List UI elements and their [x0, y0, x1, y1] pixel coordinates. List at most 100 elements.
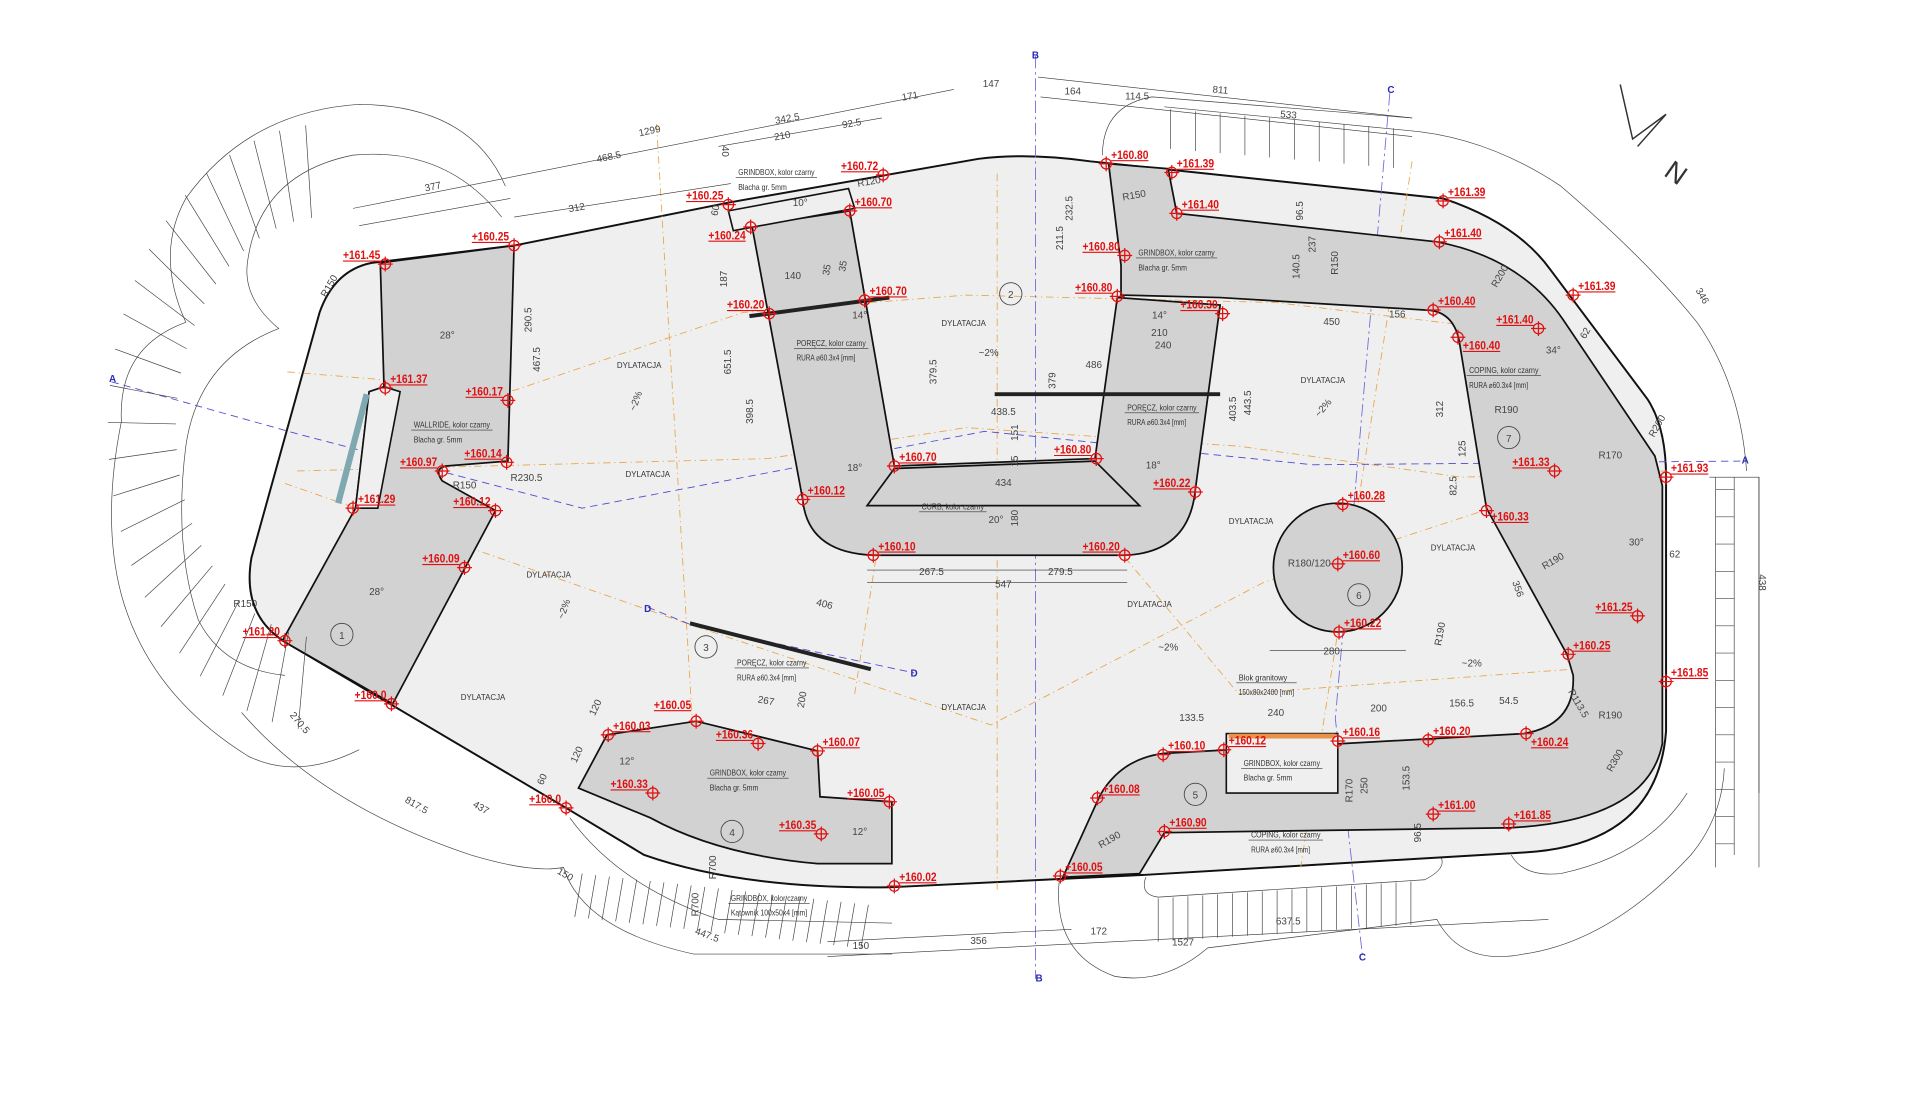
step-line [846, 903, 856, 947]
step-line [642, 880, 651, 925]
elevation-marker: +161.39 [1565, 280, 1616, 303]
elevation-marker: +161.40 [1431, 227, 1482, 250]
elevation-label: +160.25 [472, 231, 510, 244]
radius-label: R150 [233, 599, 257, 610]
elevation-marker: +161.33 [1512, 456, 1563, 479]
elevation-marker: +161.39 [1435, 186, 1486, 209]
crosshair-lines [506, 238, 522, 253]
dimension-label: 114.5 [1125, 91, 1150, 102]
elevation-label: +160.35 [779, 819, 817, 832]
elevation-marker: +161.39 [1164, 158, 1214, 180]
note-line: PORĘCZ, kolor czarny [1127, 403, 1197, 412]
crosshair-lines [1501, 816, 1517, 832]
step-line [737, 891, 747, 935]
elevation-label: +160.14 [464, 447, 502, 460]
elevation-marker: +160.20 [727, 299, 777, 322]
dimension-label: 240 [1155, 340, 1172, 351]
note-line: RURA ⌀60.3x4 [mm] [1469, 381, 1528, 390]
crosshair-lines [842, 203, 858, 219]
elevation-marker: +160.16 [1330, 726, 1380, 749]
elevation-marker: +160.02 [886, 871, 937, 894]
step-line [120, 499, 186, 532]
elevation-marker: +161.85 [1501, 809, 1551, 832]
crosshair-lines [810, 743, 825, 759]
elevation-marker: +161.40 [1496, 314, 1546, 336]
step-line [710, 888, 719, 932]
crosshair-lines [500, 392, 516, 408]
dimension-label: 379 [1047, 372, 1058, 389]
section-marker-b: B [1036, 973, 1043, 984]
crosshair-lines [277, 633, 293, 649]
ramp-7-band [1061, 162, 1664, 879]
elevation-marker: +160.07 [810, 736, 860, 759]
dimension-label: 200 [1370, 703, 1387, 714]
crosshair-lines [886, 878, 902, 894]
crosshair-lines [1658, 674, 1674, 689]
note-line: COPING, kolor czarny [1469, 366, 1539, 375]
angle-label: 30° [1629, 537, 1644, 548]
dimension-label: 547 [995, 579, 1012, 590]
elevation-marker: +160.33 [610, 778, 661, 801]
crosshair-lines [720, 197, 736, 213]
dimension-label: 180 [1010, 509, 1021, 526]
dimension-label: 40 [719, 146, 730, 158]
element-number: 3 [694, 635, 718, 659]
elevation-label: +161.25 [1595, 601, 1633, 614]
crosshair-lines [645, 785, 661, 801]
elevation-label: +160.80 [1111, 149, 1149, 162]
dimension-label: 15 [1010, 455, 1021, 467]
dimension-label: 62 [1578, 326, 1593, 341]
number-circle [1347, 583, 1371, 607]
dimension-label: 811 [1212, 85, 1229, 97]
elevation-label: +160.72 [841, 160, 879, 173]
crosshair-lines [1425, 806, 1441, 822]
note-line: Blacha gr. 5mm [1244, 774, 1293, 783]
elevation-marker: +160.30 [1180, 299, 1231, 322]
elevation-marker: +161.25 [1595, 601, 1646, 624]
section-marker-a: A [109, 374, 116, 385]
crosshair-lines [1431, 234, 1447, 250]
note-line: COPING, kolor czarny [1251, 831, 1321, 840]
dilatation-label: DYLATACJA [1301, 376, 1346, 385]
element-number: 7 [1497, 425, 1521, 450]
angle-label: 14° [852, 311, 867, 322]
elevation-label: +161.40 [1182, 198, 1220, 211]
dimension-label: 147 [983, 79, 1000, 90]
dimension-label: 96.5 [1295, 201, 1306, 221]
dimension-label: 467.5 [532, 347, 543, 372]
crosshair-lines [750, 736, 766, 751]
step-line [792, 897, 801, 941]
section-marker-a: A [1742, 456, 1749, 467]
number-circle [694, 635, 718, 659]
elevation-marker: +161.37 [377, 373, 428, 396]
elevation-label: +160.80 [1075, 281, 1113, 294]
crosshair-lines [875, 167, 891, 183]
elevation-marker: +161.00 [1425, 799, 1476, 822]
elevation-label: +160.05 [847, 787, 885, 800]
dimension-label: 434 [995, 478, 1012, 489]
crosshair-lines [1155, 747, 1171, 763]
dimension-label: 60 [710, 204, 723, 217]
note-line: GRINDBOX, kolor czarny [738, 168, 815, 177]
section-marker-b: B [1032, 50, 1039, 61]
note-line: RURA ⌀60.3x4 [mm] [1251, 846, 1310, 855]
elevation-marker: +160.24 [708, 219, 759, 242]
dimension-label: 250 [1360, 777, 1371, 794]
elevation-label: +160.30 [1180, 299, 1218, 312]
crosshair-lines [1109, 288, 1125, 304]
dimension-label: 817.5 [403, 795, 430, 817]
angle-label: 12° [852, 827, 867, 838]
dimension-label: 342.5 [774, 112, 801, 127]
elevation-label: +160.40 [1463, 340, 1501, 353]
step-line [601, 876, 610, 920]
elevation-marker: +160.80 [1082, 240, 1133, 263]
elevation-label: +160.20 [1433, 725, 1471, 738]
dimension-label: 267 [757, 695, 775, 709]
note-line: GRINDBOX, kolor czarny [1244, 759, 1321, 768]
terrace-bottom-left [241, 712, 892, 955]
elevation-label: +160.80 [1083, 240, 1121, 253]
step-line [115, 348, 182, 374]
step-line [765, 894, 774, 938]
dimension-label: 150 [853, 941, 870, 952]
